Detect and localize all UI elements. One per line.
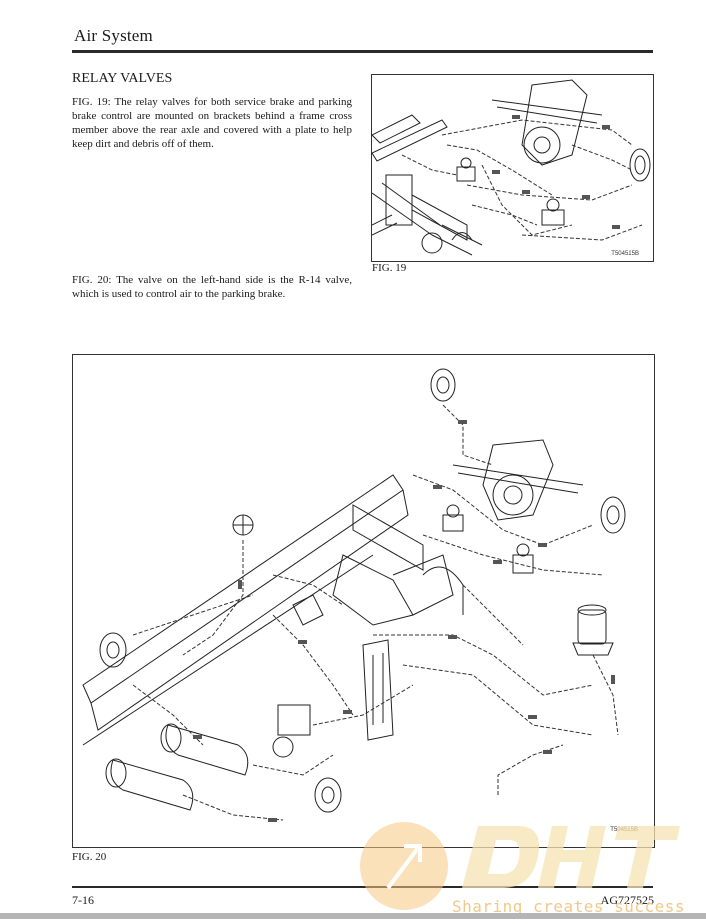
fig20-illustration <box>82 368 626 822</box>
fig20-paragraph: FIG. 20: The valve on the left-hand side… <box>72 274 352 300</box>
dht-logo <box>360 822 680 910</box>
fig19-illustration <box>372 79 651 256</box>
fig20-caption: FIG. 20 <box>72 851 107 863</box>
footer-rule <box>72 886 653 888</box>
fig19-caption: FIG. 19 <box>372 262 407 274</box>
fig19-paragraph: FIG. 19: The relay valves for both servi… <box>72 96 352 150</box>
dht-watermark: Sharing creates success <box>360 818 706 919</box>
figure-19: T504515B <box>371 74 654 262</box>
section-heading: RELAY VALVES <box>72 71 173 86</box>
figure-20: T504515B <box>72 354 655 848</box>
page-number: 7-16 <box>72 893 94 907</box>
watermark-tagline: Sharing creates success <box>452 897 686 916</box>
page-title: Air System <box>74 26 153 45</box>
fig19-code: T504515B <box>611 251 639 257</box>
document-number: AG727525 <box>600 893 654 907</box>
header-rule <box>72 50 653 53</box>
viewer-bottom-strip <box>0 913 706 919</box>
